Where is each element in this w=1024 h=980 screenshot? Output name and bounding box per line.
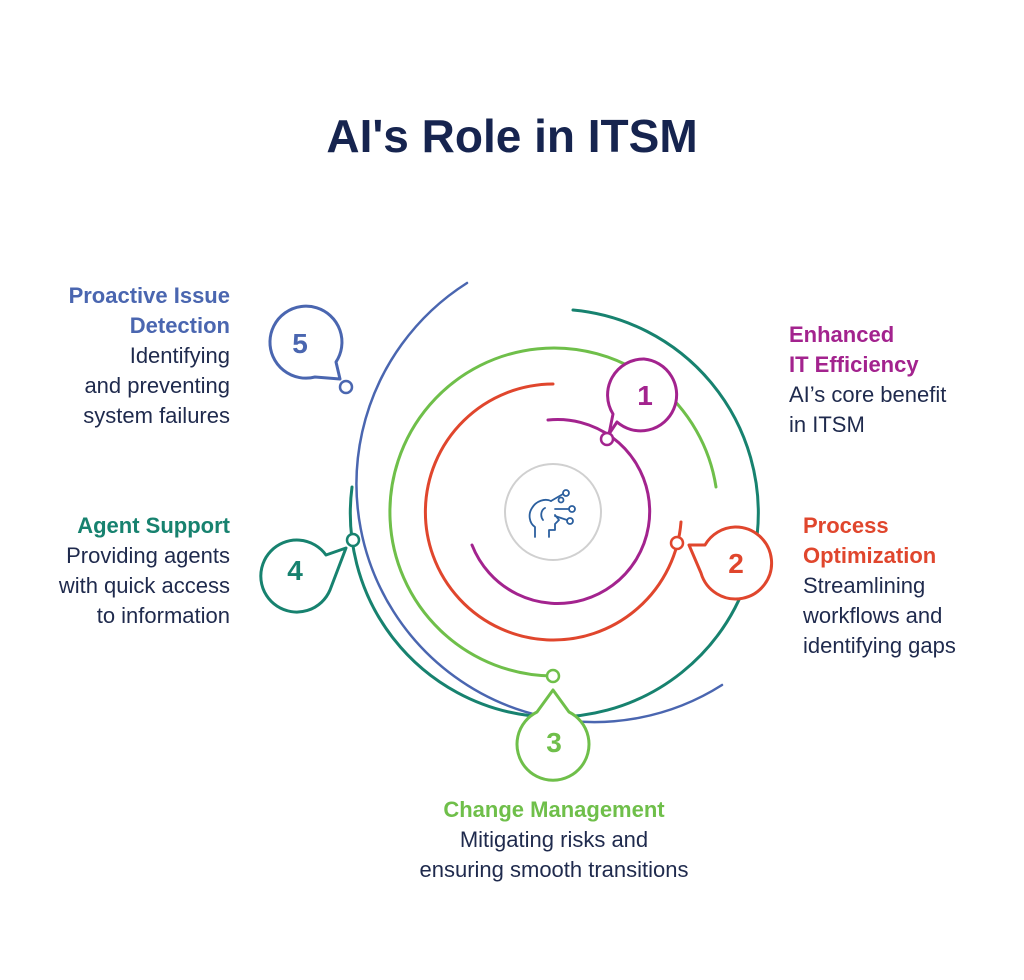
step-2-label: Process Optimization Streamlining workfl… bbox=[803, 511, 956, 661]
step-5-desc-line1: Identifying bbox=[129, 343, 230, 368]
ring-4-arc bbox=[348, 308, 760, 719]
step-1-badge: 1 bbox=[599, 357, 679, 447]
step-3-desc-line2: ensuring smooth transitions bbox=[419, 857, 689, 882]
step-2-desc-line2: workflows and bbox=[803, 603, 943, 628]
step-2-badge: 2 bbox=[669, 525, 774, 601]
step-3-desc-line1: Mitigating risks and bbox=[459, 827, 649, 852]
step-5-heading-line2: Detection bbox=[129, 313, 230, 338]
step-3-label: Change Management Mitigating risks and e… bbox=[354, 795, 754, 885]
step-4-desc-line2: with quick access bbox=[58, 573, 230, 598]
center-hub bbox=[504, 463, 602, 561]
step-4-number: 4 bbox=[287, 555, 303, 586]
ring-5-arc bbox=[355, 281, 724, 724]
step-5-desc-line2: and preventing bbox=[84, 373, 230, 398]
step-2-heading-line2: Optimization bbox=[803, 543, 937, 568]
ring-2-arc bbox=[423, 382, 683, 642]
step-1-label: Enhanced IT Efficiency AI’s core benefit… bbox=[789, 320, 946, 440]
step-4-desc-line3: to information bbox=[96, 603, 230, 628]
step-4-label: Agent Support Providing agents with quic… bbox=[20, 511, 230, 631]
step-3-number: 3 bbox=[546, 727, 562, 758]
step-5-heading-line1: Proactive Issue bbox=[68, 283, 230, 308]
step-5-label: Proactive Issue Detection Identifying an… bbox=[20, 281, 230, 431]
step-1-number: 1 bbox=[637, 380, 653, 411]
step-2-heading-line1: Process bbox=[803, 513, 889, 538]
step-1-heading-line2: IT Efficiency bbox=[789, 352, 919, 377]
step-1-desc-line1: AI’s core benefit bbox=[789, 382, 947, 407]
page-title: AI's Role in ITSM bbox=[326, 110, 698, 162]
ai-head-circuit-icon bbox=[528, 489, 576, 538]
step-2-number: 2 bbox=[728, 548, 744, 579]
step-1-heading-line1: Enhanced bbox=[789, 322, 895, 347]
step-3-heading: Change Management bbox=[443, 797, 665, 822]
step-2-desc-line3: identifying gaps bbox=[803, 633, 956, 658]
step-4-badge: 4 bbox=[259, 532, 361, 614]
step-4-desc-line1: Providing agents bbox=[66, 543, 230, 568]
step-5-badge: 5 bbox=[268, 304, 354, 395]
step-1-desc-line2: in ITSM bbox=[789, 412, 865, 437]
step-4-heading: Agent Support bbox=[77, 513, 230, 538]
step-5-number: 5 bbox=[292, 328, 308, 359]
step-2-desc-line1: Streamlining bbox=[803, 573, 926, 598]
step-5-desc-line3: system failures bbox=[83, 403, 230, 428]
step-3-badge: 3 bbox=[515, 668, 591, 782]
